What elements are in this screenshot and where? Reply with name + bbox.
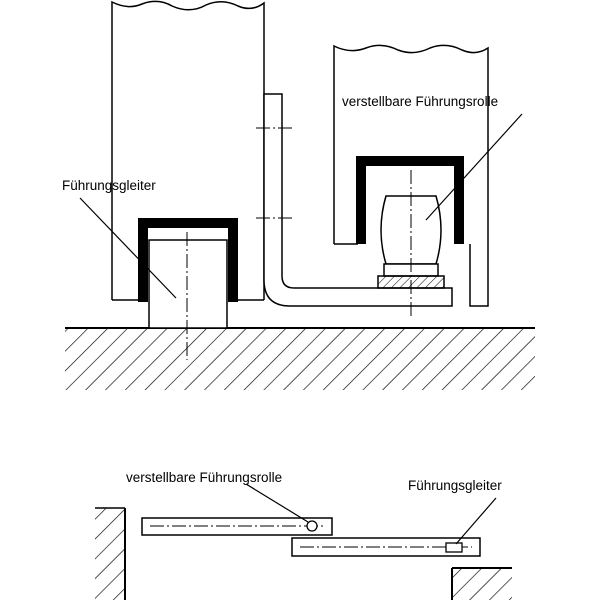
- label-glider-top: Führungsgleiter: [62, 178, 156, 193]
- glider-icon: [445, 542, 463, 553]
- door-leaf-lower: [291, 537, 481, 557]
- guide-roller: [377, 170, 445, 318]
- roller-icon: [306, 520, 318, 532]
- label-adjustable-roller-top: verstellbare Führungsrolle: [342, 94, 498, 109]
- leader-lines-top: [79, 113, 523, 299]
- label-adjustable-roller-bottom: verstellbare Führungsrolle: [126, 470, 282, 485]
- left-glider-block: [148, 232, 228, 360]
- connecting-bracket: [256, 93, 453, 307]
- right-roller-channel: [356, 156, 464, 244]
- label-glider-bottom: Führungsgleiter: [408, 478, 502, 493]
- right-wall: [451, 567, 512, 600]
- floor: [65, 327, 535, 390]
- door-leaf-upper: [141, 517, 333, 536]
- left-glider-channel: [138, 218, 238, 302]
- left-wall: [95, 507, 126, 600]
- leader-lines-bottom: [245, 483, 497, 545]
